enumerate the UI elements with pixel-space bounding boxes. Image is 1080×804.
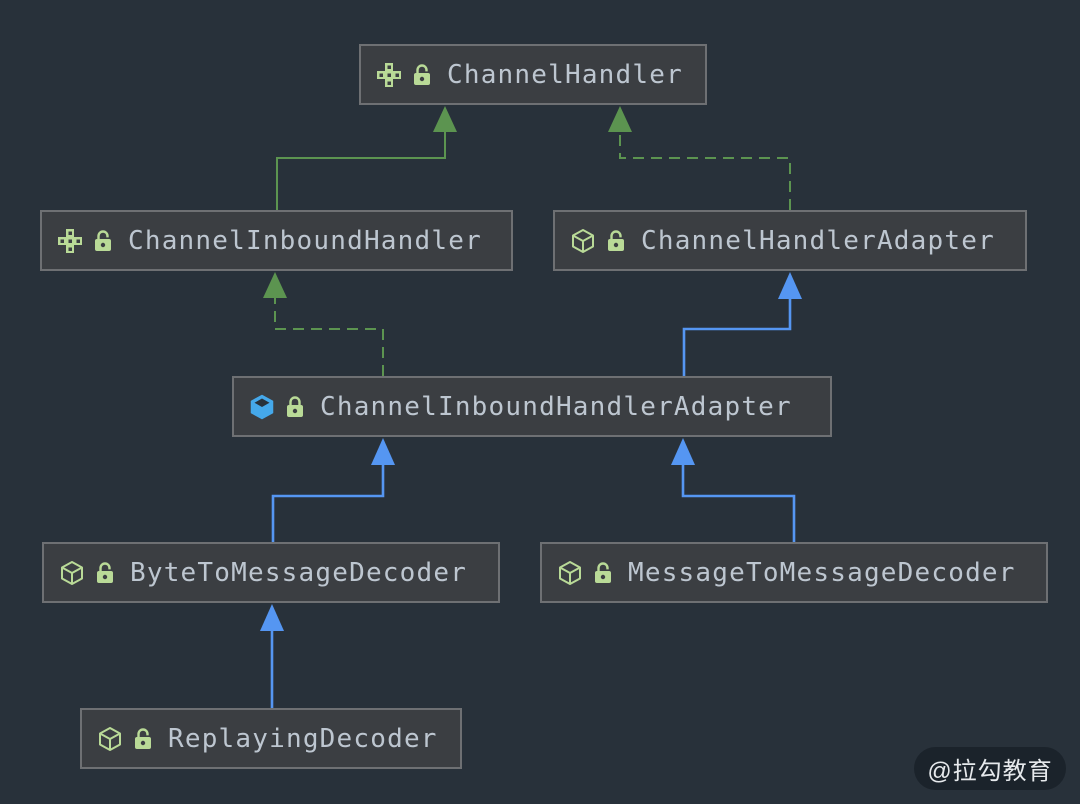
class-node-ChannelHandler[interactable]: ChannelHandler <box>359 44 707 105</box>
interface-icon <box>57 228 83 254</box>
class-name-label: ChannelHandler <box>447 59 683 90</box>
class-name-label: ChannelHandlerAdapter <box>641 225 995 256</box>
class-node-ChannelInboundHandlerAdapter[interactable]: ChannelInboundHandlerAdapter <box>232 376 832 437</box>
class-icon-highlighted <box>249 394 275 420</box>
class-node-ReplayingDecoder[interactable]: ReplayingDecoder <box>80 708 462 769</box>
lock-open-icon <box>94 229 112 252</box>
class-name-label: ChannelInboundHandler <box>128 225 482 256</box>
lock-open-icon <box>594 561 612 584</box>
class-node-MessageToMessageDecoder[interactable]: MessageToMessageDecoder <box>540 542 1048 603</box>
edge-ChannelInboundHandlerAdapter-implements-ChannelInboundHandler[interactable] <box>263 272 384 376</box>
class-name-label: ByteToMessageDecoder <box>130 557 468 588</box>
lock-open-icon <box>607 229 625 252</box>
watermark-badge: @拉勾教育 <box>914 747 1066 790</box>
class-node-ChannelHandlerAdapter[interactable]: ChannelHandlerAdapter <box>553 210 1027 271</box>
class-node-ByteToMessageDecoder[interactable]: ByteToMessageDecoder <box>42 542 500 603</box>
class-node-ChannelInboundHandler[interactable]: ChannelInboundHandler <box>40 210 513 271</box>
class-icon <box>59 560 85 586</box>
class-name-label: ReplayingDecoder <box>168 723 438 754</box>
edge-ChannelHandlerAdapter-implements-ChannelHandler[interactable] <box>608 106 791 210</box>
lock-open-icon <box>96 561 114 584</box>
class-name-label: ChannelInboundHandlerAdapter <box>320 391 792 422</box>
class-icon <box>557 560 583 586</box>
edge-ReplayingDecoder-extends-ByteToMessageDecoder[interactable] <box>260 604 284 708</box>
class-name-label: MessageToMessageDecoder <box>628 557 1016 588</box>
class-icon <box>570 228 596 254</box>
edge-ByteToMessageDecoder-extends-ChannelInboundHandlerAdapter[interactable] <box>271 438 395 542</box>
interface-icon <box>376 62 402 88</box>
lock-open-icon <box>413 63 431 86</box>
edge-ChannelInboundHandler-extends-ChannelHandler[interactable] <box>276 106 457 210</box>
lock-open-icon <box>134 727 152 750</box>
edge-ChannelInboundHandlerAdapter-extends-ChannelHandlerAdapter[interactable] <box>682 272 802 376</box>
class-icon <box>97 726 123 752</box>
lock-closed-icon <box>286 395 304 418</box>
edge-MessageToMessageDecoder-extends-ChannelInboundHandlerAdapter[interactable] <box>671 438 796 542</box>
